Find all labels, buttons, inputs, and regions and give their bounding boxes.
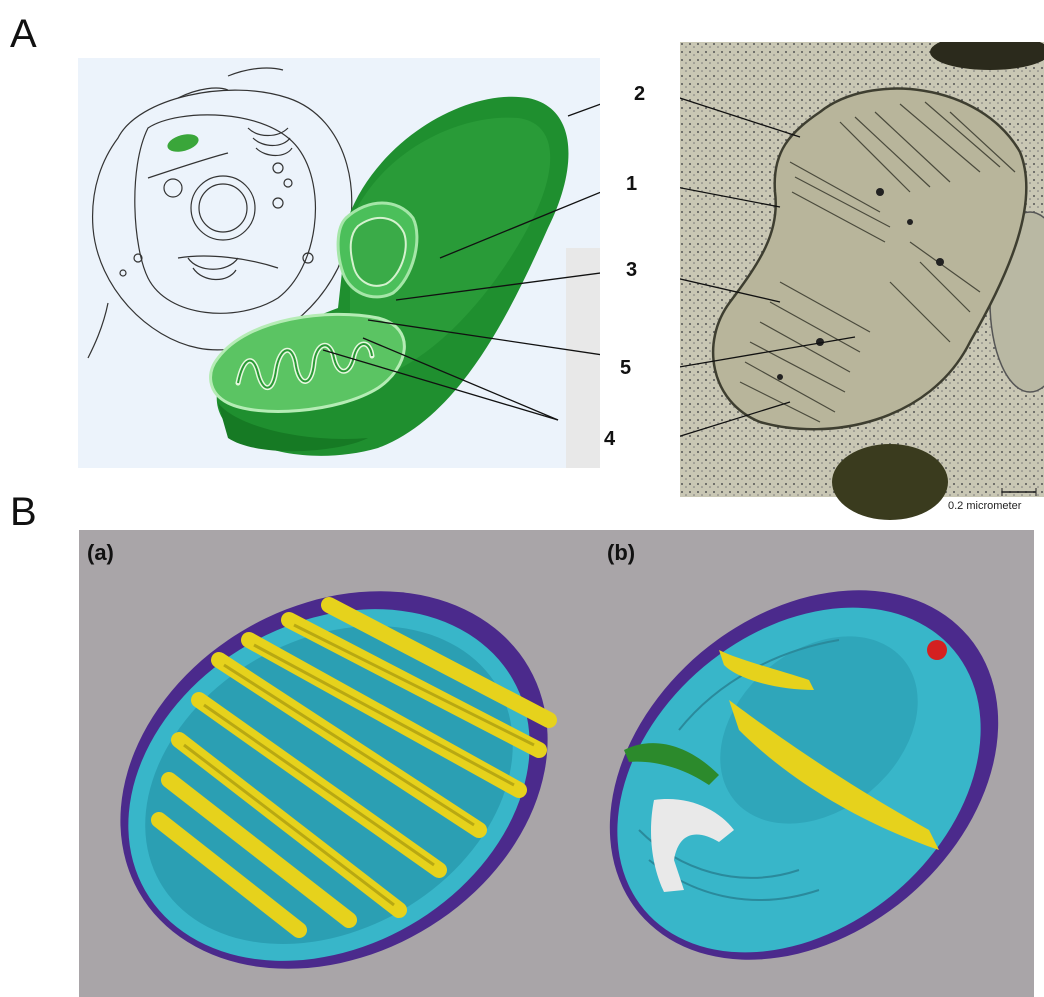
- illustration-panel: [78, 58, 600, 468]
- panel-b-letter: B: [10, 492, 37, 532]
- scale-bar-label: 0.2 micrometer: [948, 500, 1021, 512]
- micrograph-image: [680, 42, 1044, 520]
- tomography-panel: (a) (b): [79, 530, 1034, 997]
- render-a: [79, 530, 616, 997]
- render-b: [536, 530, 1034, 997]
- mitochondrion-illustration: [78, 58, 600, 468]
- callout-1: 1: [626, 173, 637, 196]
- render-a-label: (a): [87, 540, 114, 566]
- highlighted-mitochondrion-icon: [165, 131, 200, 155]
- callout-5: 5: [620, 357, 631, 380]
- crista-red: [927, 640, 947, 660]
- tomography-renders: [79, 530, 1034, 997]
- panel-a-letter: A: [10, 14, 37, 54]
- callout-3: 3: [626, 259, 637, 282]
- callout-4: 4: [604, 428, 615, 451]
- electron-micrograph: 0.2 micrometer: [680, 42, 1044, 520]
- callout-2: 2: [634, 83, 645, 106]
- render-b-label: (b): [607, 540, 635, 566]
